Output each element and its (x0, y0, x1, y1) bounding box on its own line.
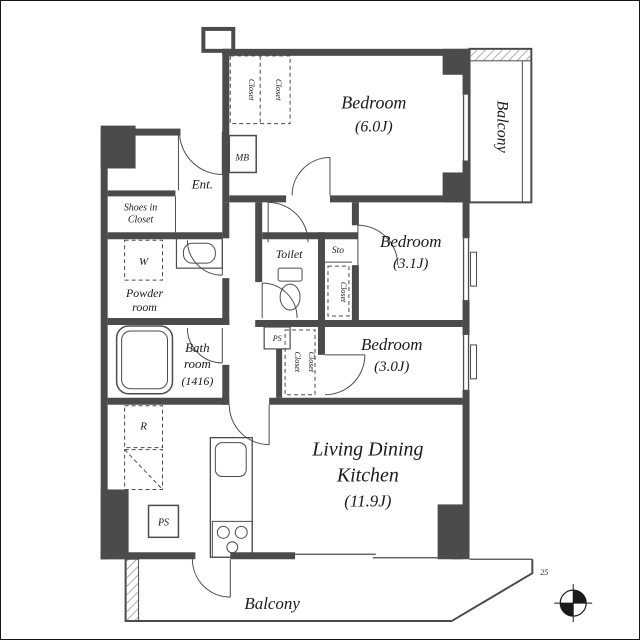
room-label-ldk-line2: Kitchen (336, 464, 399, 486)
kitchen-counter (209, 436, 253, 558)
label-entrance: Ent. (191, 176, 213, 191)
label-ps-2: PS (157, 517, 169, 528)
label-closet-2: Closet (274, 79, 284, 101)
label-ps-1: PS (272, 334, 282, 343)
room-label-bedroom6-size: (6.0J) (355, 119, 393, 136)
room-label-ldk-line1: Living Dining (311, 439, 423, 461)
label-closet-4: Closet (293, 352, 302, 373)
label-refrigerator: R (139, 421, 147, 433)
storage-closet-column (324, 261, 352, 317)
label-closet-5: Closet (307, 352, 316, 373)
label-marker-number: 25 (540, 568, 548, 577)
closet-bedroom6 (229, 55, 291, 125)
pipe-shaft-box-1 (263, 326, 291, 350)
meter-box (228, 134, 257, 174)
label-washer: W (139, 256, 149, 268)
room-label-ldk-size: (11.9J) (344, 491, 392, 510)
label-balcony-right: Balcony (493, 100, 510, 153)
room-label-bedroom31-size: (3.1J) (393, 256, 428, 272)
label-closet-1: Closet (247, 79, 257, 101)
label-meter-box: MB (234, 154, 249, 164)
label-powder-line1: Powder (125, 286, 164, 300)
label-storage: Sto (332, 246, 344, 256)
balcony-bottom (124, 558, 534, 623)
survey-marker (554, 584, 593, 623)
label-toilet: Toilet (276, 247, 303, 261)
label-shoes-closet-line1: Shoes in (124, 202, 157, 213)
roof-duct-box (201, 26, 236, 53)
windows (295, 94, 478, 559)
room-label-bedroom6-name: Bedroom (341, 93, 406, 113)
room-label-bedroom30-name: Bedroom (361, 335, 422, 354)
label-powder-line2: room (132, 300, 157, 314)
pipe-shaft-box-2 (147, 504, 180, 539)
label-shoes-closet-line2: Closet (128, 214, 154, 225)
vanity-sink (175, 237, 223, 269)
label-bath-line1: Bath (185, 340, 209, 355)
toilet-fixture (277, 267, 303, 311)
balcony-right (468, 47, 533, 204)
door-swings (178, 131, 399, 598)
label-bath-line2: room (184, 356, 211, 371)
fixtures (115, 55, 352, 558)
labels: Bedroom (6.0J) Balcony Bedroom (3.1J) Be… (124, 79, 548, 613)
room-label-bedroom30-size: (3.0J) (374, 359, 409, 375)
bathtub (115, 325, 174, 395)
room-label-bedroom31-name: Bedroom (380, 232, 441, 251)
label-bath-size: (1416) (181, 374, 213, 388)
label-closet-3: Closet (339, 282, 348, 303)
washer-box (124, 239, 163, 281)
structural-columns (100, 48, 470, 560)
refrigerator-box (124, 405, 163, 490)
closet-bedroom30 (284, 329, 316, 396)
label-balcony-bottom: Balcony (244, 594, 300, 613)
